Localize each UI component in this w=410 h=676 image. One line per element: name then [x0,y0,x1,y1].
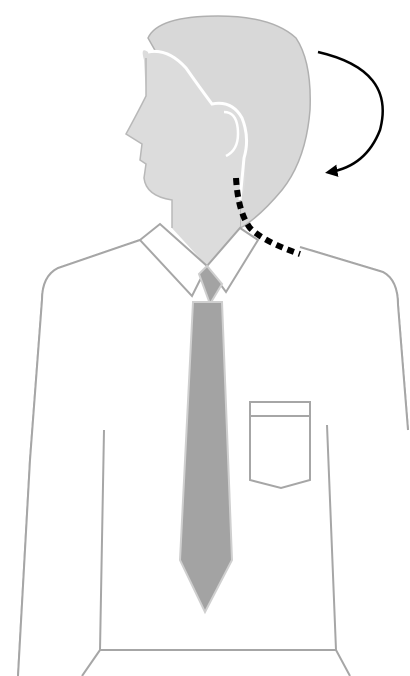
curved-arrow-icon [318,52,383,172]
